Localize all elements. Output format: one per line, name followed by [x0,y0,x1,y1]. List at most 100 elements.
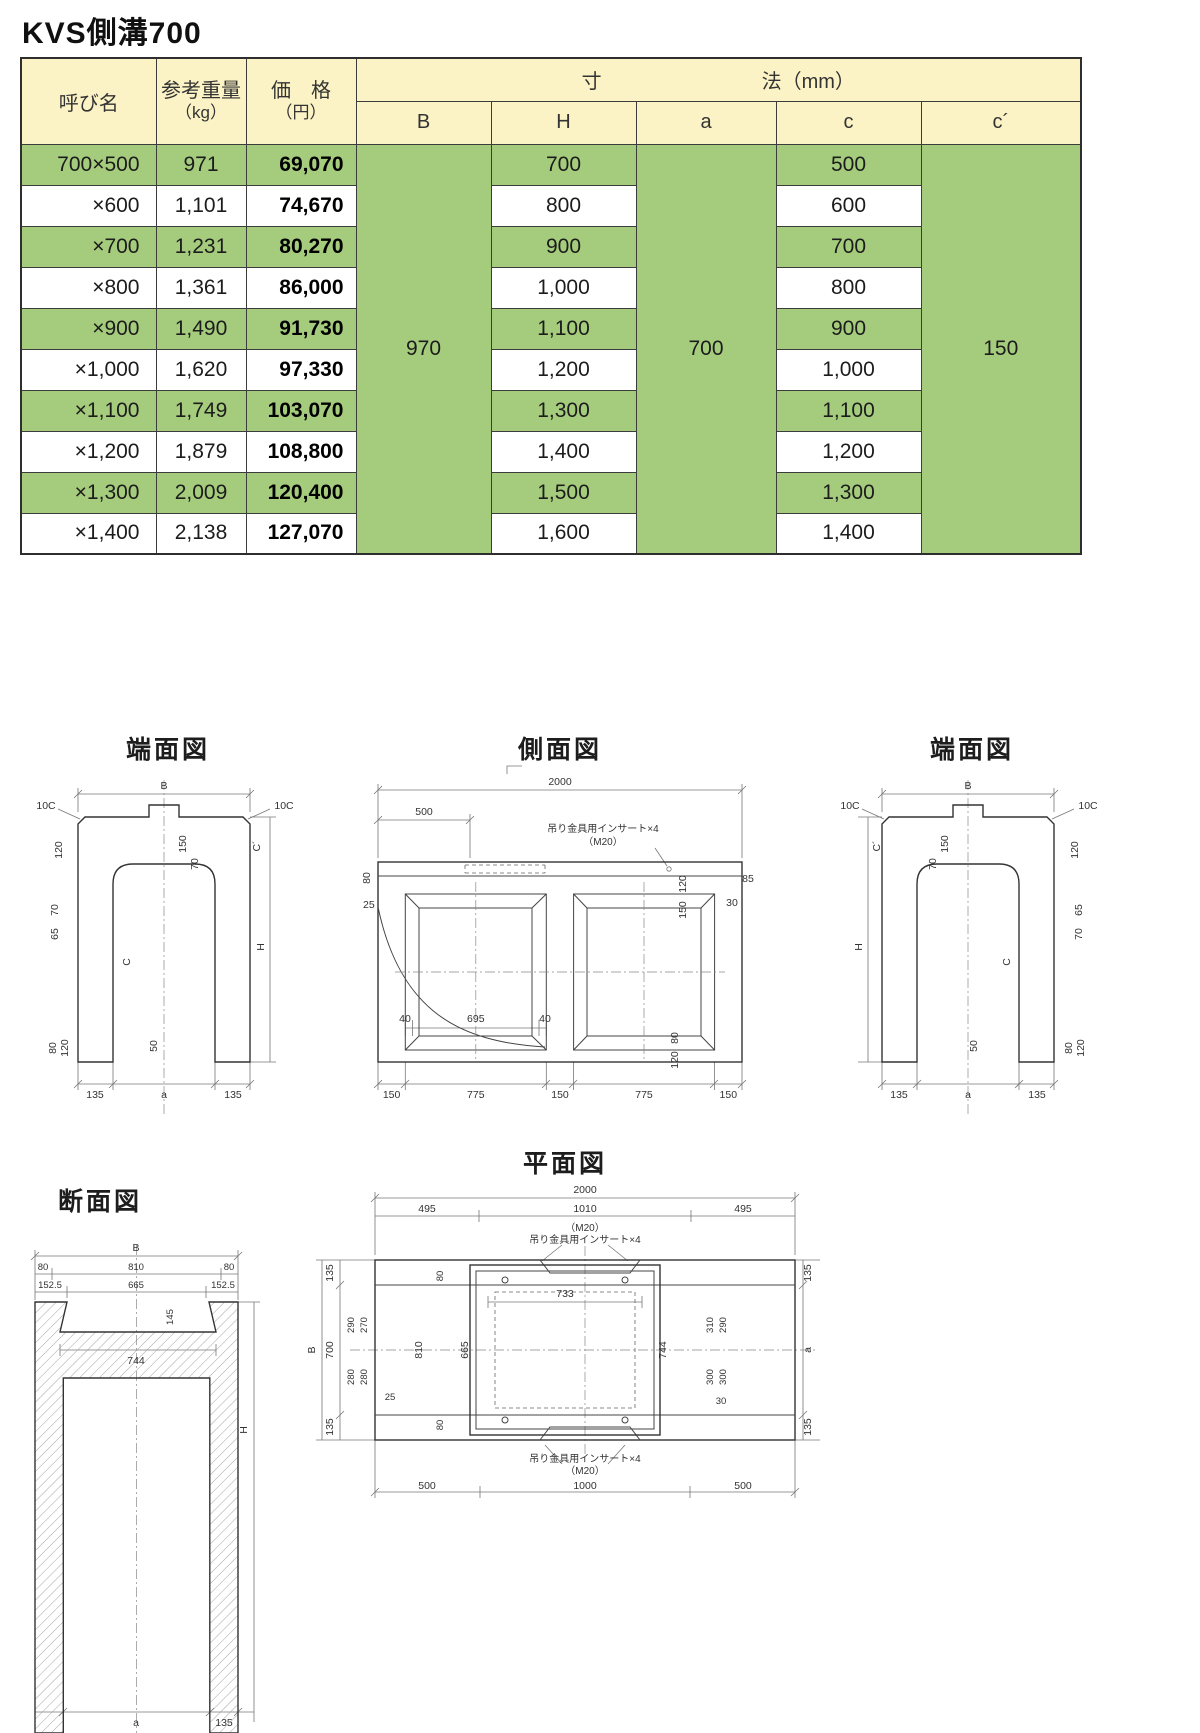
cell-name: ×1,300 [20,471,157,514]
dim-label-135rb: 135 [802,1418,814,1436]
dim-label-b: B [132,1242,139,1254]
dim-label-135t: 135 [324,1264,336,1282]
outline-geometry [34,1301,239,1733]
dim-label-25: 25 [363,899,375,911]
cell-name: ×1,200 [20,430,157,473]
cell-name: ×800 [20,266,157,309]
cell-dim-c: 500 [775,143,922,186]
header-col-a: a [635,100,777,145]
dim-label-B: B [306,1346,318,1353]
dim-label-a: a [161,1089,167,1101]
end-view-left: 端面図 B 10C [18,728,318,1128]
side-view-title: 側面図 [517,736,602,764]
cell-price: 97,330 [245,348,357,391]
table-row: ×700 1,231 80,270 900 700 [20,225,1081,268]
dim-label-h: H [255,943,267,951]
dim-label-120b: 120 [59,1039,71,1057]
dim-label-150-right: 150 [677,901,689,919]
chamfer-label-left: 10C [840,800,860,812]
spec-table: 呼び名 参考重量 （kg） 価 格 （円） 寸 法（mm） B H a c c´ [20,57,1083,555]
table-row: ×800 1,361 86,000 1,000 800 [20,266,1081,309]
cell-price: 80,270 [245,225,357,268]
header-weight: 参考重量 （kg） [155,57,247,145]
dim-label-a: a [802,1347,814,1353]
dim-label-70-top: 70 [927,858,939,870]
dim-label-495r: 495 [734,1203,752,1215]
section-view-drawing: B 80 810 80 152.5 665 152.5 145 744 H a … [30,1242,260,1733]
cell-dim-H: 1,400 [490,430,637,473]
dim-label-665: 665 [459,1341,471,1359]
dimension-lines [316,1192,820,1498]
dim-label-65: 65 [49,928,61,940]
dim-label-cprime: C´ [251,840,263,851]
centerlines [350,1246,818,1456]
dim-label-744: 744 [127,1355,145,1367]
dim-label-80b: 80 [669,1032,681,1044]
end-view-left-title: 端面図 [125,736,210,764]
dim-label-b: B [964,780,971,792]
header-col-cprime: c´ [920,100,1082,145]
chamfer-label-right: 10C [1078,800,1098,812]
dim-label-744: 744 [657,1341,669,1359]
dim-label-775-2: 775 [635,1089,653,1101]
cell-name: ×700 [20,225,157,268]
end-view-right-drawing: B 10C 10C 150 70 C´ 120 65 70 C H 80 120… [840,780,1098,1116]
cell-dim-H: 1,300 [490,389,637,432]
dim-label-h: H [238,1426,250,1434]
insert-note-m20-top: （M20） [565,1222,604,1234]
end-view-right: 端面図 B 10C [822,728,1122,1128]
dim-label-40l: 40 [399,1013,411,1025]
insert-note-top: 吊り金具用インサート×4 [529,1233,641,1246]
labels: B 10C 10C 150 70 C´ 120 65 70 C H 80 120… [840,780,1098,1101]
cell-weight: 1,749 [155,389,247,432]
cell-dim-cprime-merged: 150 [920,143,1082,555]
dim-label-150-2: 150 [551,1089,569,1101]
cell-dim-H: 800 [490,184,637,227]
cell-dim-H: 1,100 [490,307,637,350]
dim-label-120b: 120 [1075,1039,1087,1057]
insert-note-bottom: 吊り金具用インサート×4 [529,1452,641,1465]
header-col-B: B [355,100,492,145]
dim-label-2000: 2000 [548,776,572,788]
outline-geometry [77,804,251,1063]
insert-note-line1: 吊り金具用インサート×4 [547,822,659,835]
cell-dim-c: 1,400 [775,512,922,555]
section-cut-mark [506,765,522,774]
dim-label-70-top: 70 [189,858,201,870]
header-price-line2: （円） [275,102,327,122]
table-row: ×600 1,101 74,670 800 600 [20,184,1081,227]
dim-label-25: 25 [385,1392,396,1403]
dim-label-810: 810 [413,1341,425,1359]
cell-weight: 2,138 [155,512,247,555]
outline-geometry [377,861,743,1063]
cell-dim-a-merged: 700 [635,143,777,555]
dim-label-290a: 290 [346,1317,357,1333]
table-row: ×1,300 2,009 120,400 1,500 1,300 [20,471,1081,514]
cell-dim-c: 800 [775,266,922,309]
cell-weight: 1,879 [155,430,247,473]
dim-label-695: 695 [467,1013,485,1025]
dim-label-500l: 500 [418,1480,436,1492]
header-price-line1: 価 格 [271,79,331,102]
side-view: 側面図 [355,728,765,1128]
dim-label-65: 65 [1073,904,1085,916]
dim-label-c: C [1001,958,1013,966]
end-view-right-title: 端面図 [929,736,1014,764]
cell-dim-c: 700 [775,225,922,268]
cell-price: 86,000 [245,266,357,309]
dim-label-290b: 290 [718,1317,729,1333]
dim-label-120b: 120 [669,1051,681,1069]
outline-geometry [881,804,1055,1063]
cell-name: ×1,400 [20,512,157,555]
cell-dim-c: 600 [775,184,922,227]
dim-label-135l: 135 [86,1089,104,1101]
header-row-2: B H a c c´ [21,100,1082,145]
dim-label-c: C [121,958,133,966]
plan-view-drawing: 2000 495 1010 495 （M20） 吊り金具用インサート×4 B 1… [306,1184,820,1498]
dimension-lines [57,788,276,1090]
chamfer-label-left: 10C [36,800,56,812]
dim-label-310: 310 [705,1317,716,1333]
dim-label-2000: 2000 [573,1184,597,1196]
cell-weight: 1,490 [155,307,247,350]
dim-label-135rt: 135 [802,1264,814,1282]
